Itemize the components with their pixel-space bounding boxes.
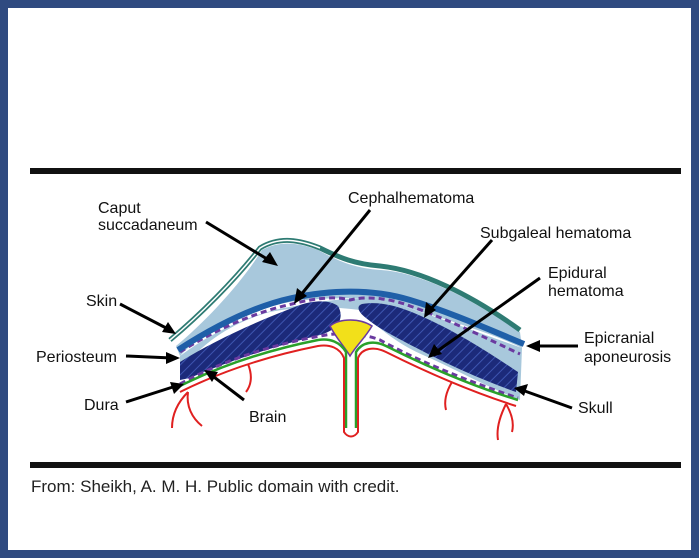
label-caput-line2: succadaneum — [98, 217, 198, 234]
arrow-caput — [206, 222, 272, 262]
label-skin: Skin — [86, 293, 117, 310]
arrow-brain — [210, 374, 244, 400]
figure-caption: From: Sheikh, A. M. H. Public domain wit… — [31, 477, 399, 497]
arrow-periosteum-head — [166, 352, 180, 364]
brain-sulcus-right — [497, 404, 512, 440]
arrow-skin — [120, 304, 170, 330]
label-epicranial-line1: Epicranial — [584, 330, 654, 347]
bottom-rule — [30, 462, 681, 468]
brain-sulcus-mid-right — [445, 382, 452, 410]
arrow-epicranial-head — [526, 340, 540, 352]
label-cephalhematoma: Cephalhematoma — [348, 190, 474, 207]
label-dura: Dura — [84, 397, 119, 414]
arrow-skull — [522, 390, 572, 408]
label-epidural-line2: hematoma — [548, 283, 624, 300]
label-epicranial-line2: aponeurosis — [584, 349, 671, 366]
label-epidural-line1: Epidural — [548, 265, 607, 282]
label-brain: Brain — [249, 409, 286, 426]
label-skull: Skull — [578, 400, 613, 417]
label-subgaleal-hematoma: Subgaleal hematoma — [480, 225, 631, 242]
label-periosteum: Periosteum — [36, 349, 117, 366]
brain-sulcus-mid-left — [246, 364, 251, 392]
label-caput-line1: Caput — [98, 200, 141, 217]
arrow-periosteum — [126, 356, 172, 358]
arrow-dura — [126, 386, 176, 402]
brain-sulcus-left — [172, 392, 202, 428]
arrow-dura-head — [170, 382, 184, 394]
